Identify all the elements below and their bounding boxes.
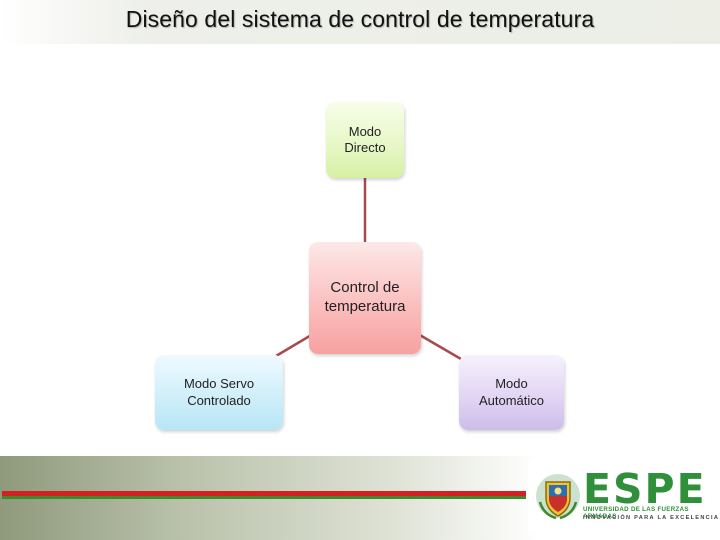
shield-emblem-icon [536, 474, 580, 520]
node-label-line: Automático [478, 392, 545, 408]
footer-stripe-red [2, 491, 526, 496]
title-bar [0, 0, 720, 44]
node-label-line: Modo Servo [183, 376, 255, 392]
node-label-line: Modo [495, 376, 528, 392]
node-label-line: Directo [344, 140, 386, 155]
slide-title: Diseño del sistema de control de tempera… [125, 6, 595, 32]
espe-logo: ESPE UNIVERSIDAD DE LAS FUERZAS ARMADAS … [528, 462, 720, 532]
node-control-temperatura: Control de temperatura [309, 242, 421, 354]
logo-tagline-1: UNIVERSIDAD DE LAS FUERZAS ARMADAS [583, 506, 689, 520]
node-modo-automatico: Modo Automático [459, 355, 564, 430]
footer-stripe-green [2, 496, 526, 499]
connector-right [417, 332, 462, 361]
node-modo-directo: Modo Directo [326, 102, 404, 178]
logo-wordmark: ESPE [583, 465, 707, 513]
node-label-line: temperatura [324, 298, 406, 315]
node-modo-servo-controlado: Modo Servo Controlado [155, 355, 283, 430]
node-label-line: Control de [330, 279, 400, 297]
connector-left [275, 332, 314, 358]
node-label-line: Modo [348, 123, 382, 139]
node-label-line: Controlado [187, 392, 251, 408]
logo-tagline-2: INNOVACIÓN PARA LA EXCELENCIA [583, 515, 720, 521]
